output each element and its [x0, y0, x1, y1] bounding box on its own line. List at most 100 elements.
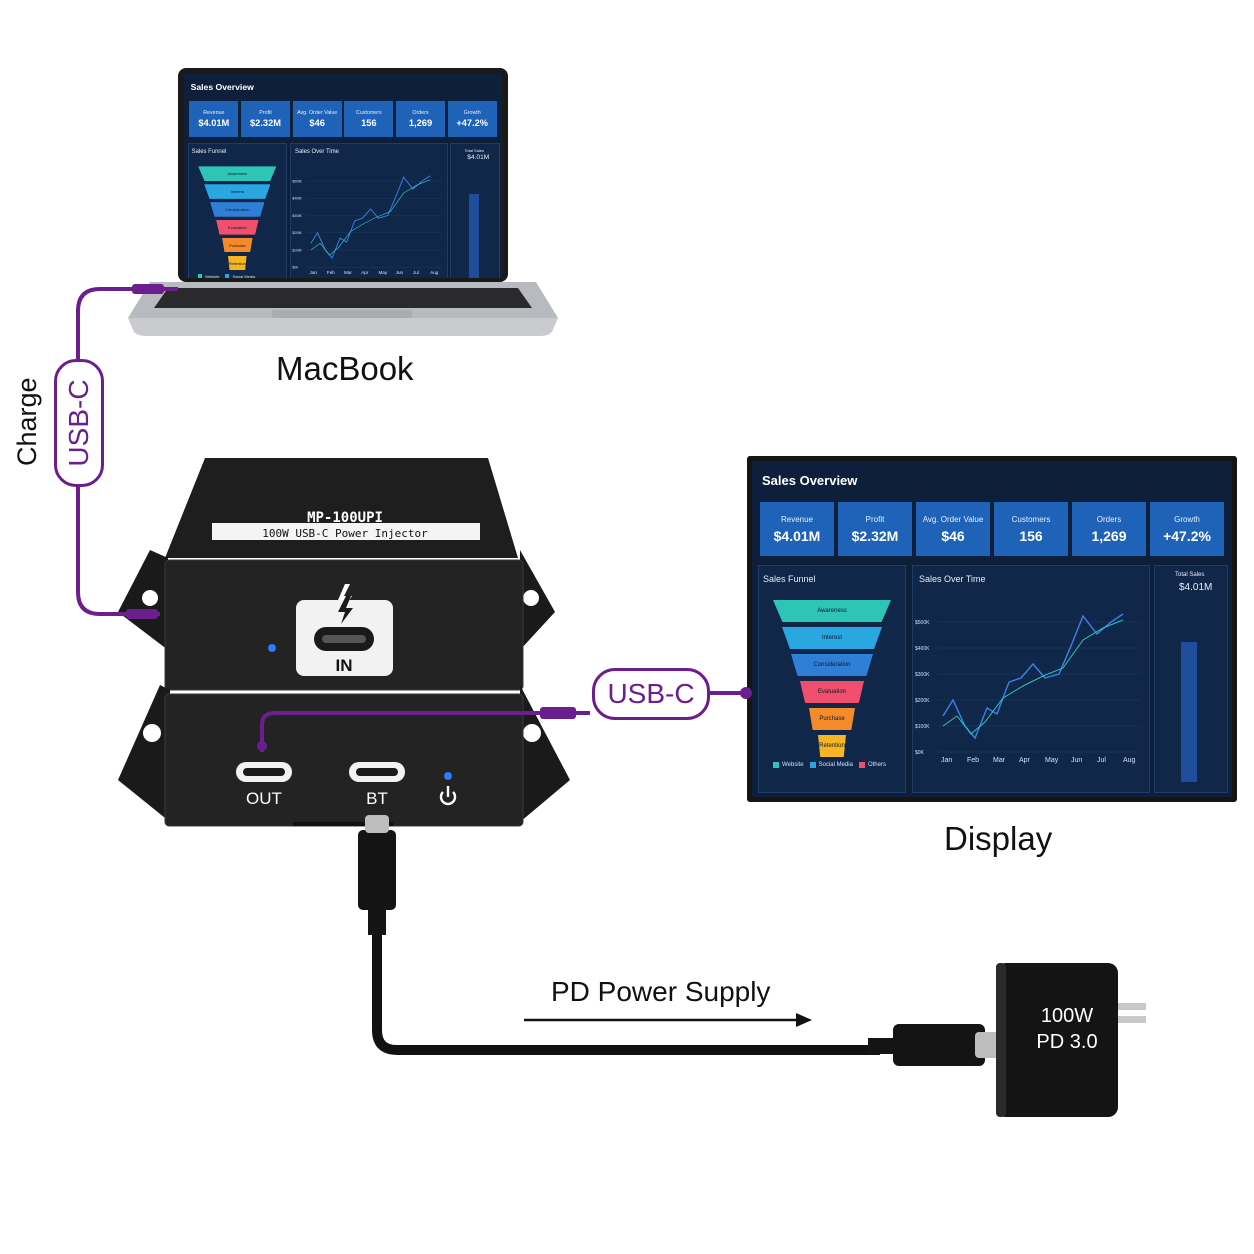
- bt-cable-plug: [358, 830, 396, 910]
- kpi-card: Growth +47.2%: [1150, 502, 1224, 556]
- funnel-stage: Evaluation: [216, 220, 259, 235]
- kpi-card: Profit $2.32M: [838, 502, 912, 556]
- x-tick-label: Apr: [1019, 757, 1031, 764]
- x-tick-label: May: [378, 270, 387, 275]
- bt-port-tongue: [356, 768, 398, 776]
- legend-swatch: [198, 274, 203, 278]
- kpi-value: 1,269: [408, 118, 433, 129]
- kpi-card: Growth +47.2%: [447, 101, 497, 137]
- kpi-value: $2.32M: [851, 527, 899, 544]
- usbc-right-pill: USB-C: [592, 668, 710, 720]
- kpi-card: Avg. Order Value $46: [916, 502, 990, 556]
- y-tick-label: $500K: [915, 620, 930, 626]
- injector-model: MP-100UPI: [307, 510, 383, 526]
- legend-label: Website: [782, 762, 804, 768]
- x-tick-label: Jun: [396, 270, 404, 275]
- macbook-keyboard: [154, 288, 532, 308]
- x-tick-label: Jul: [413, 270, 419, 275]
- legend-label: Others: [867, 762, 886, 768]
- kpi-value: 156: [1019, 527, 1043, 544]
- funnel-stage: Awareness: [773, 600, 891, 622]
- usbc-left-pill: USB-C: [54, 359, 104, 487]
- kpi-card: Profit $2.32M: [240, 101, 290, 137]
- trend-panel: Sales Over Time $500K$400K$300K$200K$100…: [912, 565, 1150, 793]
- y-tick-label: $0K: [915, 750, 925, 756]
- funnel-stage: Purchase: [809, 708, 855, 730]
- legend-label: Social Media: [818, 762, 853, 768]
- bt-plug-tip: [365, 815, 389, 833]
- usbc-right-text: USB-C: [607, 678, 695, 709]
- macbook-base: [128, 318, 558, 336]
- x-tick-label: Aug: [430, 270, 439, 275]
- funnel-legend: Website Social Media Others: [773, 762, 899, 768]
- kpi-value: 1,269: [1091, 527, 1127, 544]
- kpi-label: Orders: [412, 109, 429, 116]
- funnel-title: Sales Funnel: [191, 149, 227, 156]
- funnel-title: Sales Funnel: [763, 574, 816, 584]
- y-tick-label: $500K: [292, 179, 302, 183]
- trend-line-secondary: [310, 179, 431, 256]
- display-cable-plug: [540, 707, 576, 719]
- x-tick-label: Mar: [344, 270, 352, 275]
- power-icon: [439, 786, 457, 806]
- in-port-tongue: [322, 635, 366, 643]
- charger-wattage: 100W: [1041, 1005, 1093, 1027]
- total-value: $4.01M: [1179, 582, 1213, 593]
- funnel-stage: Awareness: [198, 166, 277, 181]
- kpi-row: Revenue $4.01M Profit $2.32M Avg. Order …: [760, 502, 1224, 556]
- legend-swatch: [773, 762, 779, 768]
- x-tick-label: Feb: [967, 757, 979, 764]
- dashboard-title: Sales Overview: [762, 473, 858, 488]
- charger-prong-top: [1116, 1003, 1146, 1010]
- funnel-stage: Retention: [228, 255, 247, 271]
- funnel-stage: Consideration: [210, 202, 265, 217]
- kpi-card: Avg. Order Value $46: [292, 101, 342, 137]
- funnel-stage: Evaluation: [800, 681, 864, 703]
- left-lower-ear: [118, 685, 170, 822]
- charger-prong-bottom: [1116, 1016, 1146, 1023]
- right-upper-hole: [523, 590, 539, 606]
- y-tick-label: $400K: [292, 197, 302, 201]
- x-tick-label: Jan: [310, 270, 318, 275]
- funnel-stage: Retention: [818, 735, 846, 757]
- kpi-card: Revenue $4.01M: [189, 101, 239, 137]
- y-tick-label: $200K: [292, 231, 302, 235]
- right-lower-hole: [523, 724, 541, 742]
- injector-top-housing: [165, 458, 518, 558]
- y-tick-label: $100K: [292, 248, 302, 252]
- kpi-value: $4.01M: [198, 118, 230, 129]
- out-port-label: OUT: [246, 789, 282, 808]
- legend-label: Social Media: [232, 273, 256, 278]
- power-injector: [118, 458, 570, 827]
- charger-edge: [996, 963, 1006, 1117]
- trend-line-secondary: [942, 619, 1124, 735]
- funnel-stage: Consideration: [791, 654, 873, 676]
- kpi-label: Profit: [259, 109, 272, 116]
- kpi-label: Revenue: [780, 514, 814, 524]
- kpi-value: $46: [941, 527, 965, 544]
- left-upper-hole: [142, 590, 158, 606]
- kpi-value: $4.01M: [773, 527, 821, 544]
- charger-standard: PD 3.0: [1036, 1031, 1097, 1053]
- y-tick-label: $100K: [915, 724, 930, 730]
- out-plug-dot: [257, 741, 267, 751]
- pd-supply-label: PD Power Supply: [551, 976, 771, 1007]
- kpi-card: Customers 156: [344, 101, 394, 137]
- macbook-cable-plug: [132, 284, 164, 294]
- power-led: [444, 772, 452, 780]
- kpi-value: +47.2%: [1163, 527, 1211, 544]
- injector-foot: [293, 822, 393, 826]
- legend-entry: Others: [858, 762, 886, 768]
- kpi-label: Growth: [1174, 514, 1200, 524]
- total-bar: [468, 193, 480, 278]
- kpi-row: Revenue $4.01M Profit $2.32M Avg. Order …: [189, 101, 497, 137]
- charger-body: [996, 963, 1118, 1117]
- kpi-label: Customers: [1011, 514, 1051, 524]
- macbook-screen: Sales Overview Revenue $4.01M Profit $2.…: [184, 74, 502, 278]
- kpi-label: Orders: [1096, 514, 1122, 524]
- x-tick-label: Jul: [1097, 757, 1106, 764]
